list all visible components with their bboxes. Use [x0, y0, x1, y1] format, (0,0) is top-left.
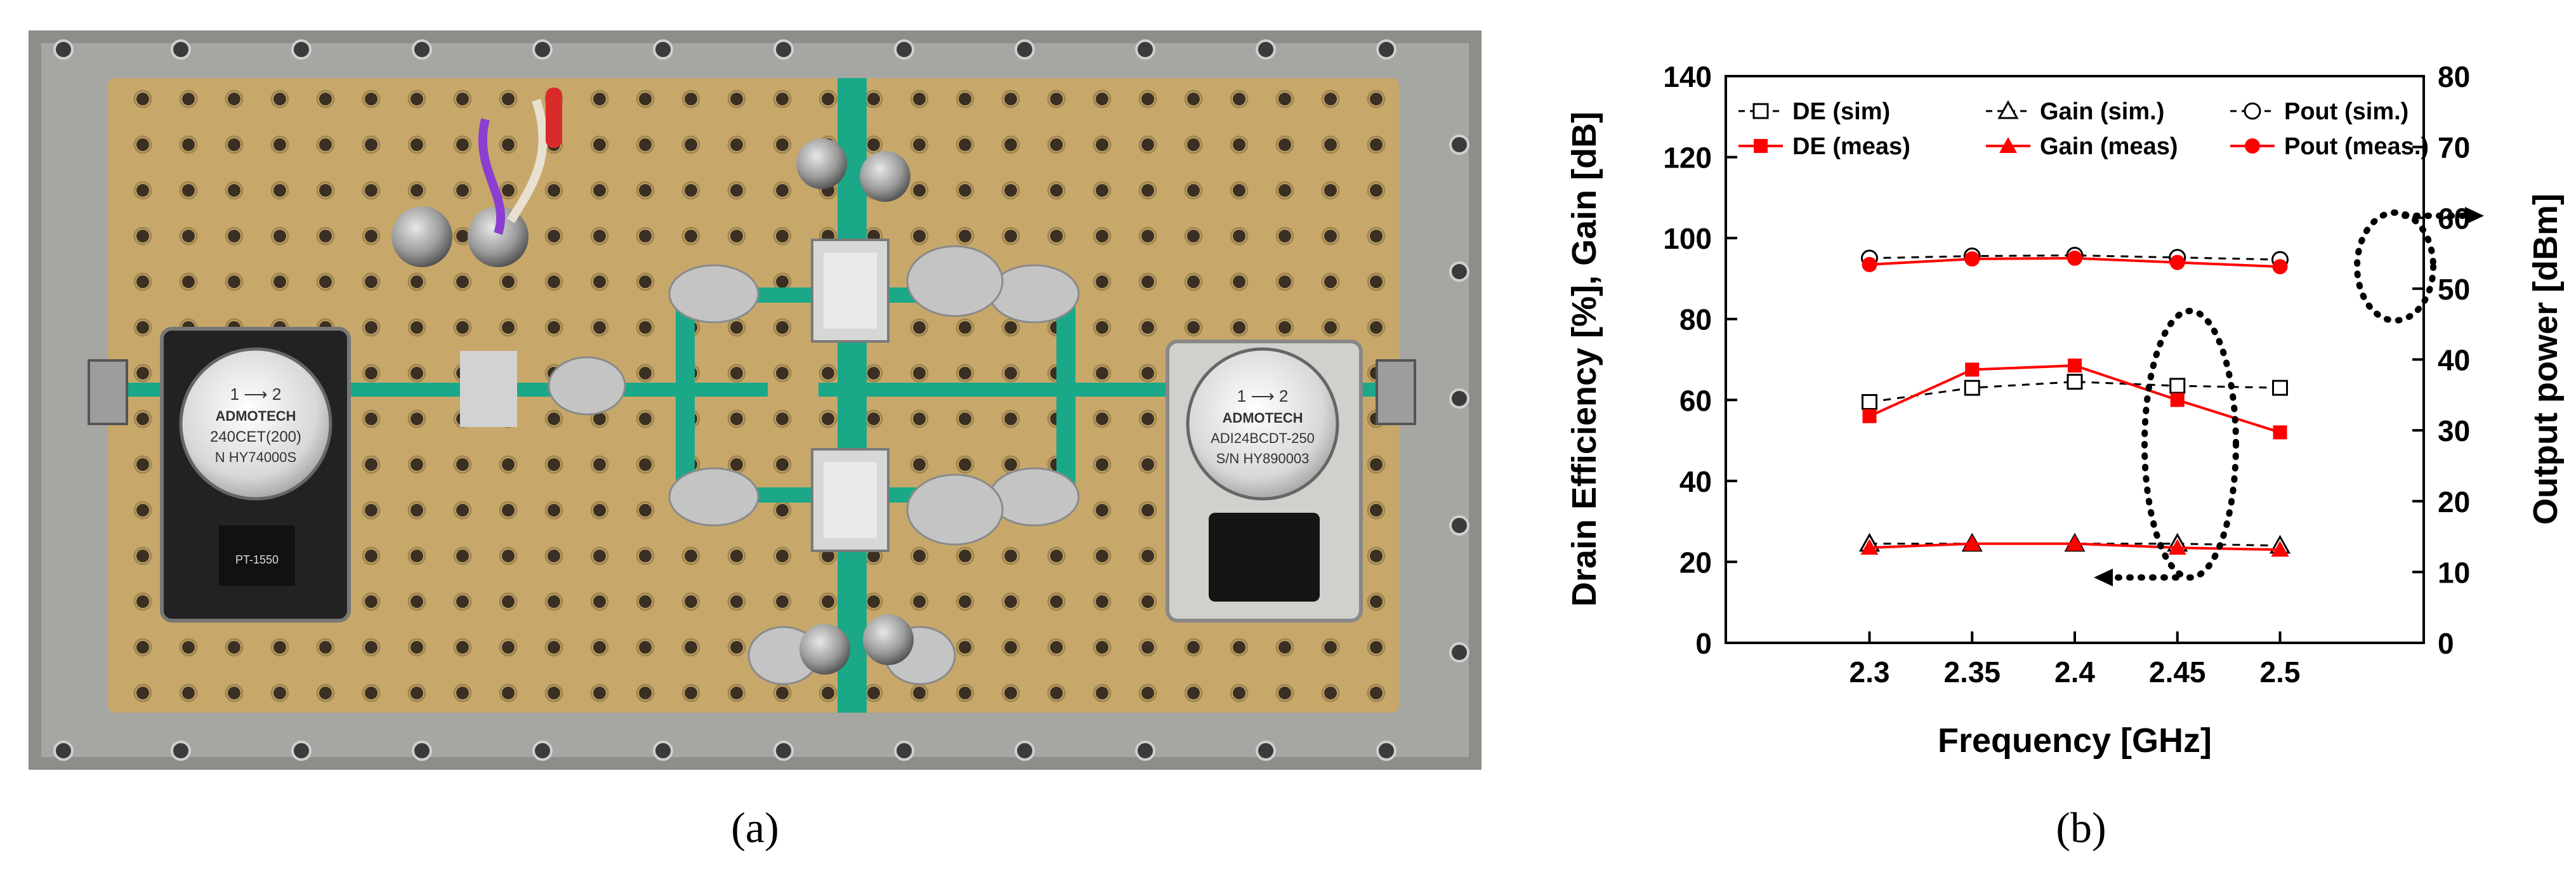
- data-point: [1964, 251, 1980, 267]
- isolator-right-brand: ADMOTECH: [1222, 410, 1303, 426]
- legend-label: Pout (meas.): [2284, 133, 2429, 160]
- y-left-tick-label: 100: [1663, 222, 1712, 255]
- data-point: [1963, 534, 1981, 551]
- series-layer: [1858, 246, 2291, 557]
- legend-marker: [1752, 103, 1769, 119]
- x-tick-label: 2.5: [2260, 656, 2301, 689]
- legend-label: Gain (sim.): [2040, 98, 2164, 125]
- y-left-tick-label: 140: [1663, 60, 1712, 93]
- legend-marker: [2244, 102, 2261, 120]
- data-point: [2273, 425, 2287, 440]
- data-point: [2272, 379, 2289, 396]
- y-right-tick-label: 0: [2438, 627, 2454, 660]
- y-right-tick-label: 70: [2438, 131, 2470, 164]
- de-gain-arrowhead: [2094, 569, 2113, 586]
- caption-a: (a): [731, 803, 779, 852]
- series-gain-meas: [1860, 534, 2289, 557]
- y-left-tick-label: 20: [1679, 546, 1712, 579]
- data-point: [2170, 393, 2185, 407]
- isolator-right: 1 ⟶ 2 ADMOTECH ADI24BCDT-250 S/N HY89000…: [1166, 340, 1363, 623]
- x-tick-label: 2.35: [1943, 656, 2001, 689]
- data-point: [1964, 379, 1980, 396]
- series-line: [1869, 543, 2280, 547]
- legend-label: Gain (meas): [2040, 133, 2178, 160]
- data-point: [2271, 541, 2289, 557]
- data-point: [2169, 254, 2185, 270]
- y-left-tick-label: 0: [1695, 627, 1712, 660]
- y-right-tick-label: 60: [2438, 202, 2470, 235]
- right-axis: 0 10 20 30 40 50 60 70 80: [2412, 60, 2470, 660]
- y-right-tick-label: 40: [2438, 344, 2470, 377]
- de-gain-annotation-ellipse: [2141, 308, 2239, 581]
- legend-label: Pout (sim.): [2284, 98, 2408, 125]
- data-point: [1965, 362, 1980, 377]
- y-right-tick-label: 10: [2438, 556, 2470, 589]
- frame-screws: [53, 39, 1469, 761]
- isolator-left-model: 240CET(200): [210, 428, 301, 445]
- isolator-left-tag: PT-1550: [235, 553, 279, 566]
- series-de-sim: [1861, 374, 2289, 410]
- x-tick-label: 2.4: [2054, 656, 2095, 689]
- data-point: [2272, 259, 2288, 275]
- y-left-tick-label: 60: [1679, 384, 1712, 417]
- isolator-left-arrow: 1 ⟶ 2: [230, 385, 282, 404]
- pout-arrowhead: [2465, 207, 2484, 225]
- legend-marker: [1997, 100, 2019, 119]
- pcb-photo: 1 ⟶ 2 ADMOTECH 240CET(200) N HY74000S PT…: [29, 30, 1482, 770]
- y-left-tick-label: 40: [1679, 465, 1712, 498]
- x-axis-title: Frequency [GHz]: [1938, 722, 2212, 760]
- caption-b: (b): [2056, 803, 2106, 852]
- isolator-left-serial: N HY74000S: [215, 449, 296, 465]
- data-point: [2168, 539, 2186, 555]
- x-tick-label: 2.3: [1849, 656, 1889, 689]
- data-point: [2169, 378, 2186, 394]
- y-left-tick-label: 80: [1679, 303, 1712, 336]
- legend-label: DE (sim): [1792, 98, 1890, 125]
- chart-panel: 0 20 40 60 80 100 120 140 0 10 20 30 40 50 60 70 80 2.3…: [1542, 0, 2576, 793]
- y-right-tick-label: 20: [2438, 485, 2470, 518]
- sma-connector-input: [88, 359, 128, 425]
- y-axis-right-title: Output power [dBm]: [2527, 194, 2565, 525]
- chart-legend: DE (sim) Gain (sim.) Pout (sim.) DE (meas) G…: [1738, 98, 2429, 160]
- isolator-right-arrow: 1 ⟶ 2: [1237, 386, 1289, 406]
- x-tick-label: 2.45: [2149, 656, 2206, 689]
- y-right-tick-label: 30: [2438, 414, 2470, 447]
- sma-connector-output: [1376, 359, 1416, 425]
- y-right-tick-label: 50: [2438, 273, 2470, 306]
- data-point: [1862, 409, 1877, 423]
- data-point: [1861, 393, 1877, 410]
- transistors: [811, 239, 890, 552]
- bottom-axis: 2.3 2.35 2.4 2.45 2.5: [1849, 631, 2301, 689]
- pcb-photo-drawing: 1 ⟶ 2 ADMOTECH 240CET(200) N HY74000S PT…: [29, 30, 1482, 770]
- performance-chart: 0 20 40 60 80 100 120 140 0 10 20 30 40 50 60 70 80 2.3…: [1565, 60, 2565, 760]
- left-axis: 0 20 40 60 80 100 120 140: [1663, 60, 1737, 660]
- pout-annotation-ellipse: [2354, 209, 2436, 324]
- series-line: [1869, 254, 2280, 261]
- isolator-right-serial: S/N HY890003: [1216, 451, 1310, 466]
- legend-label: DE (meas): [1792, 133, 1910, 160]
- isolator-left-brand: ADMOTECH: [215, 408, 296, 424]
- data-point: [2067, 374, 2083, 390]
- data-point: [2067, 250, 2082, 266]
- legend-marker: [1754, 139, 1768, 153]
- legend-marker: [2245, 138, 2260, 154]
- y-left-tick-label: 120: [1663, 142, 1712, 175]
- series-de-meas: [1862, 359, 2287, 440]
- data-point: [2068, 359, 2082, 373]
- data-point: [1860, 539, 1879, 555]
- data-point: [2066, 534, 2084, 551]
- data-point: [1862, 256, 1877, 272]
- isolator-left: 1 ⟶ 2 ADMOTECH 240CET(200) N HY74000S PT…: [160, 327, 351, 623]
- legend-marker: [1999, 137, 2017, 153]
- y-axis-left-title: Drain Efficiency [%], Gain [dB]: [1565, 112, 1603, 607]
- isolator-right-model: ADI24BCDT-250: [1211, 430, 1315, 446]
- series-pout-meas: [1862, 250, 2288, 275]
- y-right-tick-label: 80: [2438, 60, 2470, 93]
